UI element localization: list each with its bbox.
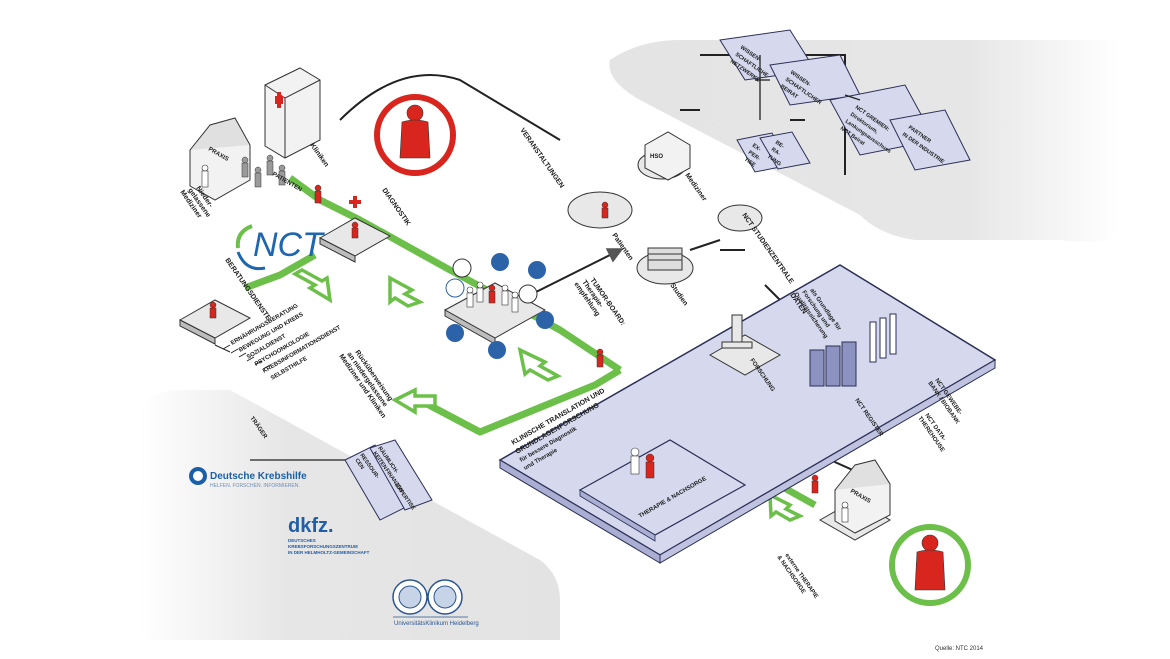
dkfz-logo: dkfz. DEUTSCHES KREBSFORSCHUNGSZENTRUM I… (288, 515, 370, 555)
red-cross-icon (349, 196, 361, 208)
label-veranstaltungen: VERANSTALTUNGEN (518, 127, 565, 189)
dkfz-sub-1: DEUTSCHES (288, 538, 316, 543)
beratung-l2: RA- (770, 147, 782, 158)
nct-logo-text: NCT (253, 226, 325, 264)
hso-sign: HSO (650, 154, 663, 160)
krebshilfe-text: Deutsche Krebshilfe (210, 471, 307, 482)
nct-logo: NCT (235, 224, 325, 271)
ukhd-text: UniversitätsKlinikum Heidelberg (394, 621, 479, 627)
microscope-icon (721, 314, 753, 349)
doctor-figures (201, 164, 849, 523)
service-list-lines (214, 344, 271, 370)
clinic-building-icon (264, 67, 321, 159)
ukhd-logo: UniversitätsKlinikum Heidelberg (392, 579, 479, 627)
patient-figures (209, 184, 819, 494)
label-mediziner: Mediziner (683, 172, 707, 203)
governance-lines (705, 54, 861, 120)
label-patienten: Patienten (610, 232, 634, 262)
patient-circle-top (374, 94, 456, 176)
referral-crowd (241, 154, 286, 188)
server-racks-icon (809, 313, 897, 387)
tumorboard-icons (445, 253, 554, 359)
dkfz-text: dkfz. (288, 515, 334, 537)
dkfz-sub-2: KREBSFORSCHUNGSZENTRUM (288, 544, 358, 549)
krebshilfe-sub: HELFEN. FORSCHEN. INFORMIEREN. (210, 483, 300, 489)
traeger-box (344, 439, 433, 521)
governance-boxes (719, 29, 971, 173)
label-studien: Studien (668, 282, 688, 307)
traeger-box-l2: CEN (353, 458, 365, 471)
source-note: Quelle: NTC 2014 (935, 646, 984, 652)
patient-circle-bottom (889, 524, 971, 606)
deutsche-krebshilfe-logo: Deutsche Krebshilfe HELFEN. FORSCHEN. IN… (189, 467, 307, 489)
green-patient-flow (243, 175, 817, 509)
beratung-l1: BE- (774, 140, 785, 150)
label-kliniken: Kliniken (308, 142, 329, 168)
praxis-external-building-icon: PRAXIS (834, 459, 891, 534)
hso-building-icon: HSO (644, 131, 691, 181)
label-diagnostik: DIAGNOSTIK (380, 187, 411, 227)
green-arrows (291, 267, 805, 522)
bottom-left-grey-zone (140, 390, 560, 640)
research-platform (498, 264, 997, 564)
label-nct-studienzentrale: NCT STUDIENZENTRALE (740, 212, 794, 285)
studies-stack-icon (647, 247, 683, 271)
dkfz-sub-3: IN DER HELMHOLTZ-GEMEINSCHAFT (288, 550, 370, 555)
expertise-l1: EX- (751, 143, 762, 153)
